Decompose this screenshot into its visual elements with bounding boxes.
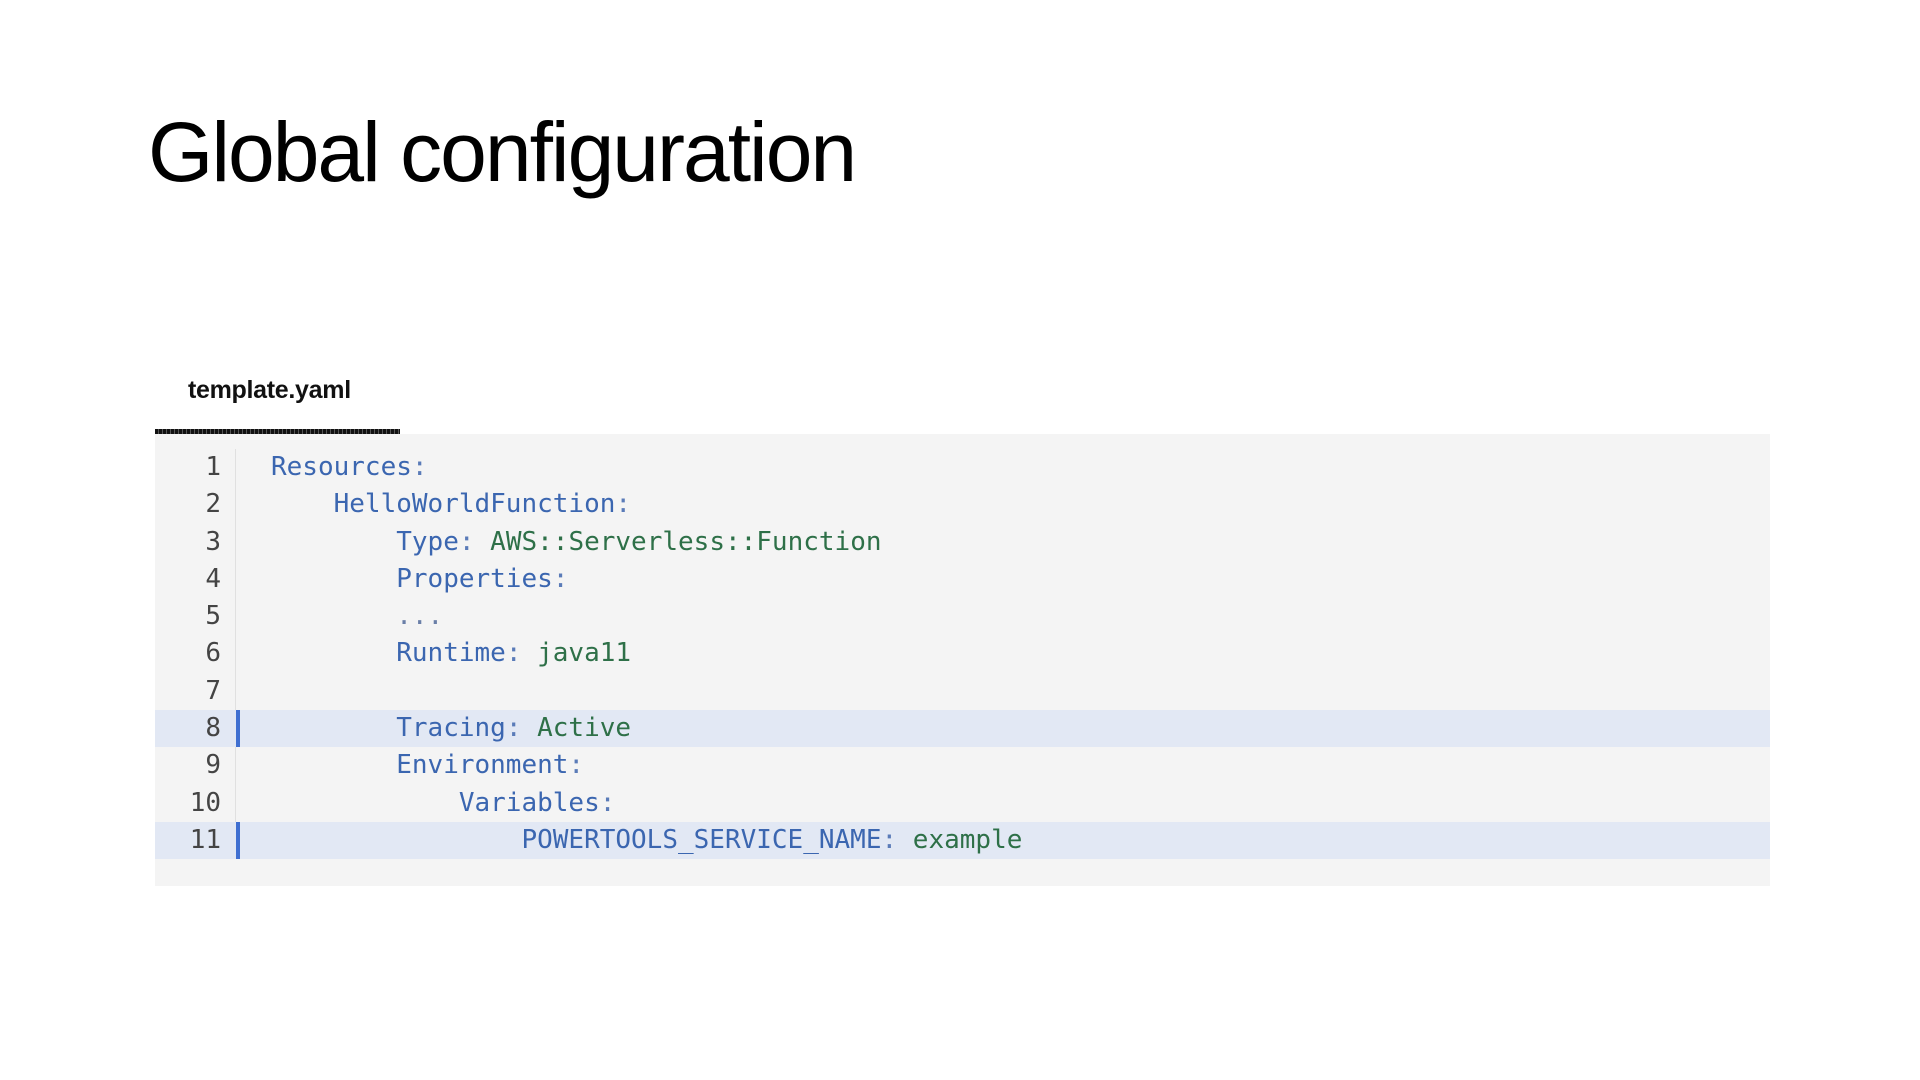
yaml-key: HelloWorldFunction xyxy=(333,489,616,520)
gutter-separator xyxy=(235,523,236,561)
code-line: 2 HelloWorldFunction: xyxy=(155,486,1770,524)
gutter-separator xyxy=(235,784,236,822)
code-text: Environment: xyxy=(271,747,584,784)
line-number: 4 xyxy=(205,563,221,594)
yaml-separator: : xyxy=(881,824,913,855)
gutter-separator xyxy=(235,635,236,673)
code-indent xyxy=(271,825,521,855)
file-tab-bar: template.yaml xyxy=(155,362,1770,434)
yaml-value: example xyxy=(912,824,1023,855)
code-text: Properties: xyxy=(271,561,568,598)
slide-title: Global configuration xyxy=(148,105,857,199)
code-text: Runtime: java11 xyxy=(271,635,631,672)
code-indent xyxy=(271,638,396,668)
line-number: 2 xyxy=(205,489,221,520)
yaml-key: Tracing xyxy=(396,713,506,744)
line-number: 10 xyxy=(189,787,221,818)
code-indent xyxy=(271,788,459,818)
gutter-separator xyxy=(235,560,236,599)
code-line: 8 Tracing: Active xyxy=(155,710,1770,748)
gutter-separator xyxy=(235,449,236,487)
yaml-separator: : xyxy=(615,489,632,520)
code-indent xyxy=(271,713,396,743)
yaml-key: Environment xyxy=(396,750,569,781)
yaml-separator: : xyxy=(411,452,428,482)
code-text: Tracing: Active xyxy=(271,710,631,747)
yaml-key: Variables xyxy=(458,787,600,818)
code-indent xyxy=(271,527,396,557)
yaml-value: AWS::Serverless::Function xyxy=(490,526,882,557)
gutter-separator xyxy=(235,747,236,785)
line-number: 5 xyxy=(205,601,221,632)
tab-label: template.yaml xyxy=(188,376,351,404)
gutter-separator xyxy=(235,598,236,636)
tab-template-yaml[interactable]: template.yaml xyxy=(155,362,400,434)
active-tab-indicator xyxy=(155,429,400,434)
line-highlight-marker xyxy=(236,821,240,860)
code-text: POWERTOOLS_SERVICE_NAME: example xyxy=(271,822,1022,859)
yaml-key: Resources xyxy=(271,452,412,482)
yaml-key: POWERTOOLS_SERVICE_NAME xyxy=(521,824,882,855)
yaml-separator: : xyxy=(458,526,491,557)
gutter-separator xyxy=(235,486,236,524)
line-number: 11 xyxy=(189,824,221,855)
yaml-key: Properties xyxy=(396,563,553,594)
yaml-key: Runtime xyxy=(396,638,506,669)
code-indent xyxy=(271,564,396,594)
yaml-key: Type xyxy=(396,526,459,557)
yaml-value: Active xyxy=(537,713,632,744)
code-text: Variables: xyxy=(271,785,616,822)
yaml-separator: : xyxy=(568,750,585,781)
yaml-separator: : xyxy=(599,787,616,818)
code-indent xyxy=(271,750,396,780)
code-text: ... xyxy=(271,598,443,635)
code-line: 11 POWERTOOLS_SERVICE_NAME: example xyxy=(155,821,1770,860)
line-number: 8 xyxy=(205,713,221,744)
line-number: 7 xyxy=(205,675,221,706)
code-line: 10 Variables: xyxy=(155,784,1770,822)
code-line: 5 ... xyxy=(155,598,1770,636)
yaml-separator: : xyxy=(505,638,538,669)
yaml-separator: : xyxy=(552,563,569,594)
code-line: 6 Runtime: java11 xyxy=(155,635,1770,673)
code-indent xyxy=(271,601,396,631)
code-line: 4 Properties: xyxy=(155,560,1770,599)
line-number: 1 xyxy=(205,452,221,482)
yaml-key: ... xyxy=(396,601,444,632)
code-indent xyxy=(271,489,334,519)
line-number: 3 xyxy=(205,526,221,557)
line-number: 9 xyxy=(205,750,221,781)
gutter-separator xyxy=(235,672,236,711)
code-text: Type: AWS::Serverless::Function xyxy=(271,524,882,561)
line-highlight-marker xyxy=(236,710,240,748)
code-line: 1 Resources: xyxy=(155,449,1770,487)
line-number: 6 xyxy=(205,638,221,669)
code-line: 3 Type: AWS::Serverless::Function xyxy=(155,523,1770,561)
code-text: HelloWorldFunction: xyxy=(271,486,631,523)
code-text: Resources: xyxy=(271,449,428,486)
yaml-value: java11 xyxy=(537,638,632,669)
code-line: 7 xyxy=(155,672,1770,711)
yaml-separator: : xyxy=(505,713,538,744)
code-line: 9 Environment: xyxy=(155,747,1770,785)
